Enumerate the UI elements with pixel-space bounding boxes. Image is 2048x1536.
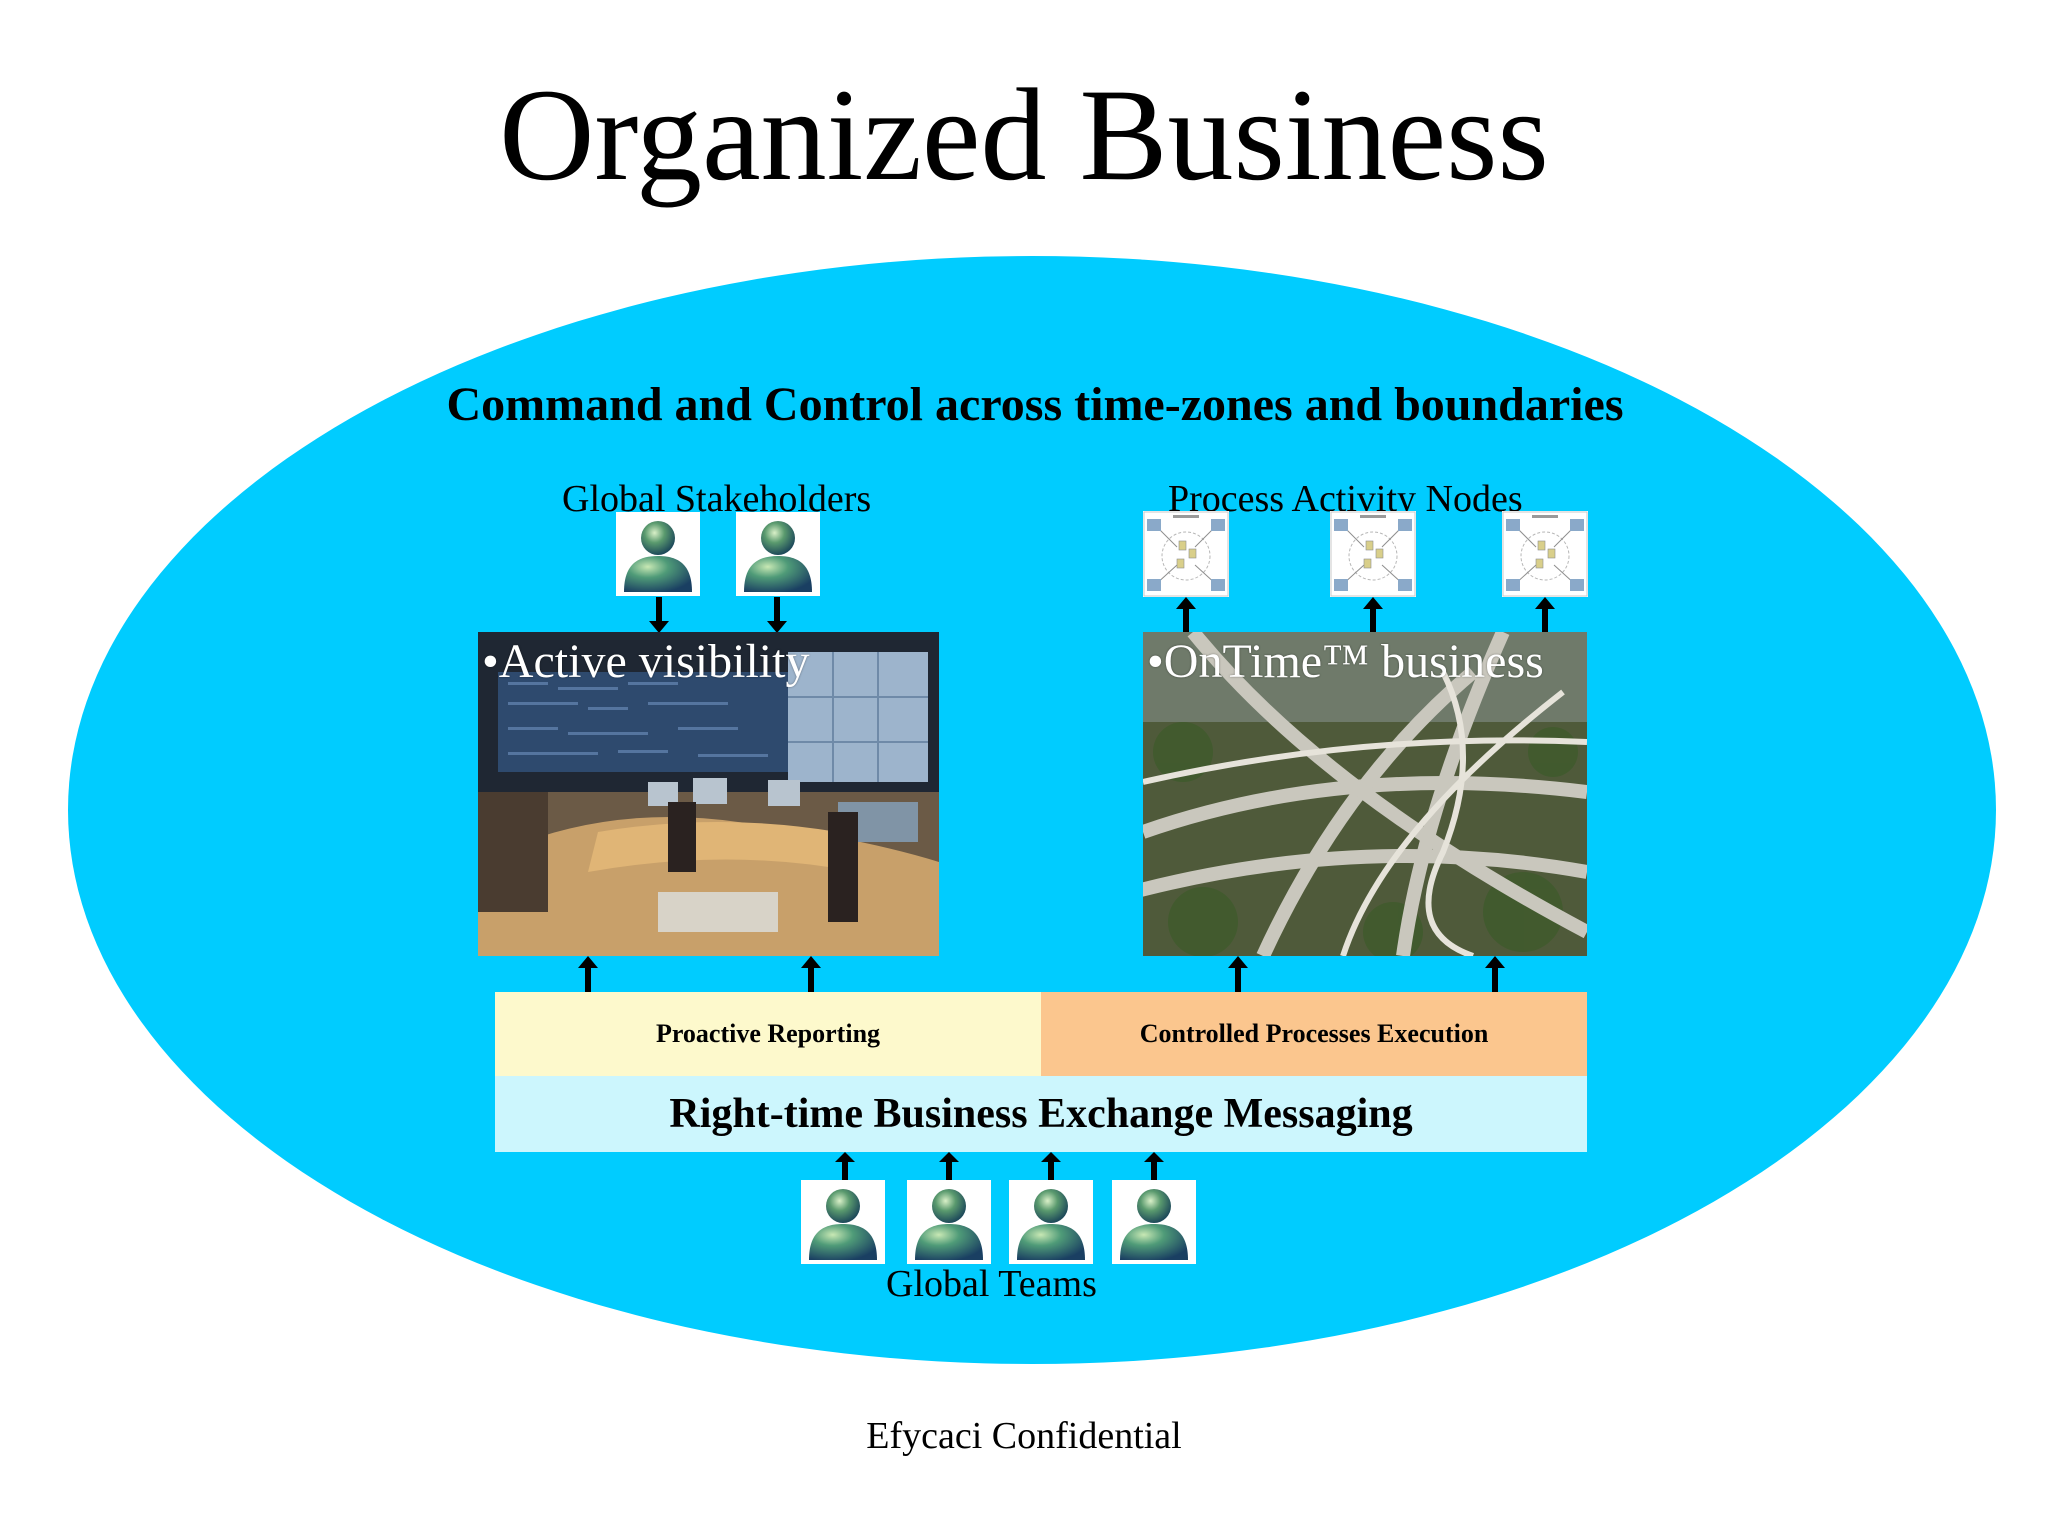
control-room-photo: •Active visibility — [478, 632, 939, 956]
process-node-diagram-icon — [1502, 511, 1588, 597]
arrow-down-icon — [649, 597, 669, 633]
team-person-icon — [801, 1180, 885, 1264]
team-person-icon — [1009, 1180, 1093, 1264]
arrow-up-icon — [1535, 597, 1555, 633]
diagram-headline: Command and Control across time-zones an… — [446, 378, 1624, 431]
ontime-business-caption: •OnTime™ business — [1147, 635, 1544, 688]
stakeholder-person-icon — [736, 512, 820, 596]
global-teams-label: Global Teams — [886, 1263, 1097, 1305]
arrow-up-icon — [1363, 597, 1383, 633]
highway-interchange-photo: •OnTime™ business — [1143, 632, 1587, 956]
arrow-up-icon — [1144, 1152, 1164, 1182]
arrow-down-icon — [767, 597, 787, 633]
arrow-up-icon — [1176, 597, 1196, 633]
process-node-diagram-icon — [1330, 511, 1416, 597]
arrow-up-icon — [801, 956, 821, 992]
context-ellipse — [68, 256, 1996, 1364]
messaging-band: Right-time Business Exchange Messaging — [495, 1076, 1587, 1152]
confidential-footer: Efycaci Confidential — [866, 1415, 1182, 1457]
active-visibility-caption: •Active visibility — [482, 635, 810, 688]
team-person-icon — [1112, 1180, 1196, 1264]
arrow-up-icon — [835, 1152, 855, 1182]
process-node-diagram-icon — [1143, 511, 1229, 597]
stakeholder-person-icon — [616, 512, 700, 596]
arrow-up-icon — [1485, 956, 1505, 992]
arrow-up-icon — [1228, 956, 1248, 992]
slide-title: Organized Business — [499, 61, 1549, 208]
proactive-reporting-band: Proactive Reporting — [495, 992, 1041, 1076]
controlled-execution-band: Controlled Processes Execution — [1041, 992, 1587, 1076]
team-person-icon — [907, 1180, 991, 1264]
stakeholders-label: Global Stakeholders — [562, 478, 872, 520]
arrow-up-icon — [939, 1152, 959, 1182]
arrow-up-icon — [578, 956, 598, 992]
arrow-up-icon — [1041, 1152, 1061, 1182]
